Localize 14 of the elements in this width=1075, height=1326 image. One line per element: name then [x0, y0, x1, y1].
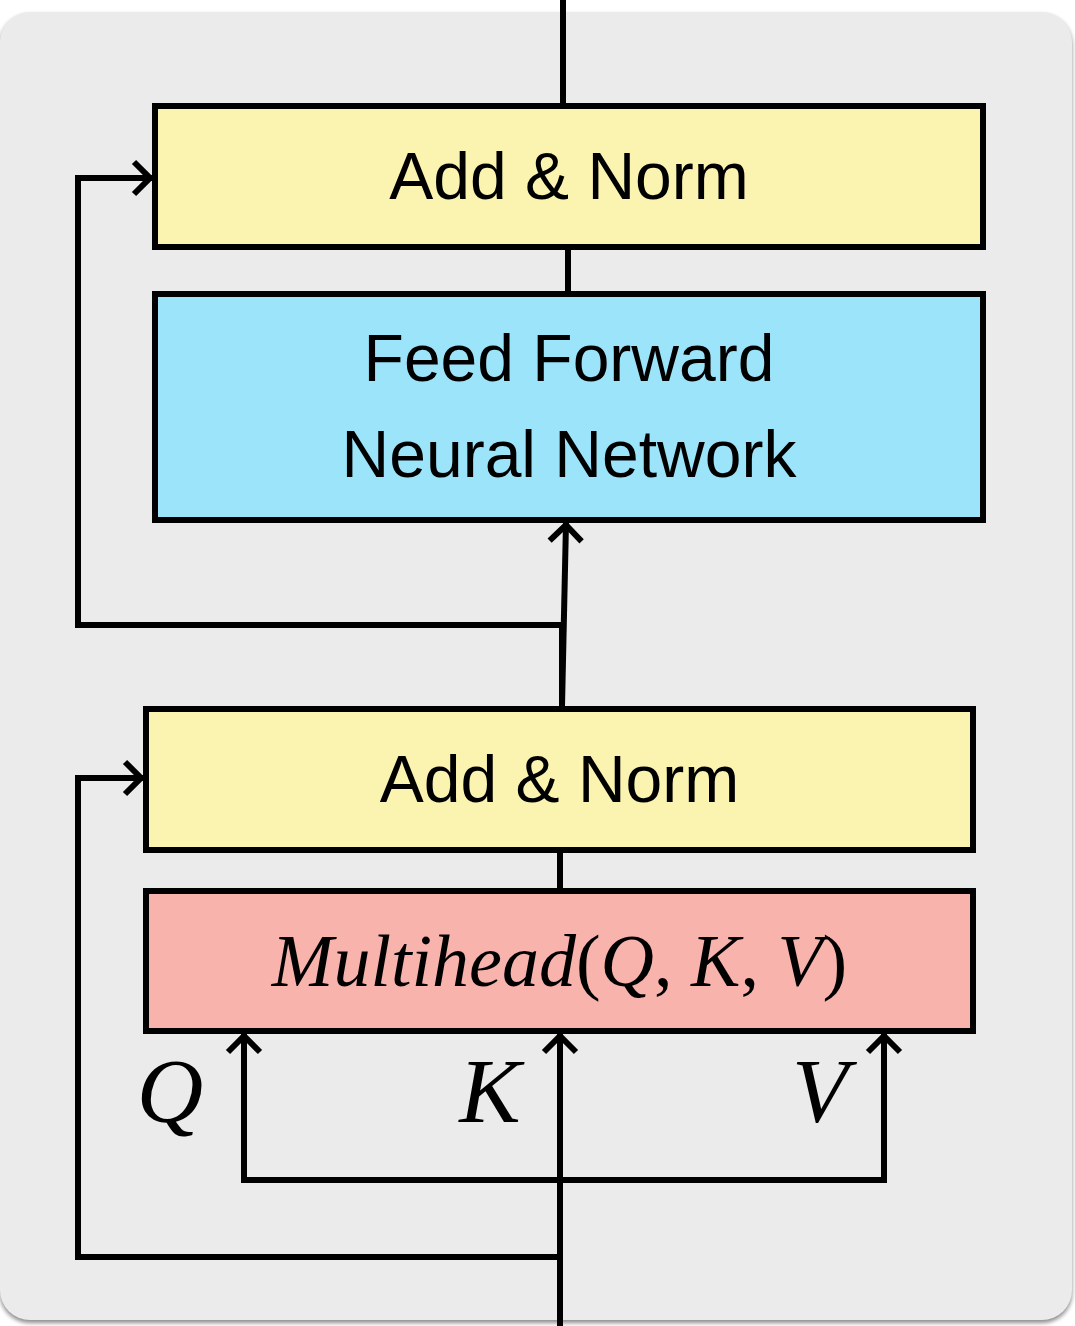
norm-box	[152, 103, 986, 250]
box-label: Add & Norm	[388, 137, 750, 215]
box-label: Feed Forward Neural Network	[340, 320, 798, 493]
input-label: V	[770, 1045, 870, 1137]
attention-box	[143, 888, 976, 1034]
connector-line	[560, 0, 566, 103]
box-label: Add & Norm	[378, 740, 741, 818]
connector-line	[557, 853, 563, 888]
layer-box	[152, 291, 986, 523]
arrow	[75, 159, 565, 706]
connector-line	[565, 250, 571, 291]
input-label: K	[440, 1045, 540, 1137]
input-label: Q	[135, 1045, 205, 1137]
norm-box	[143, 706, 976, 853]
